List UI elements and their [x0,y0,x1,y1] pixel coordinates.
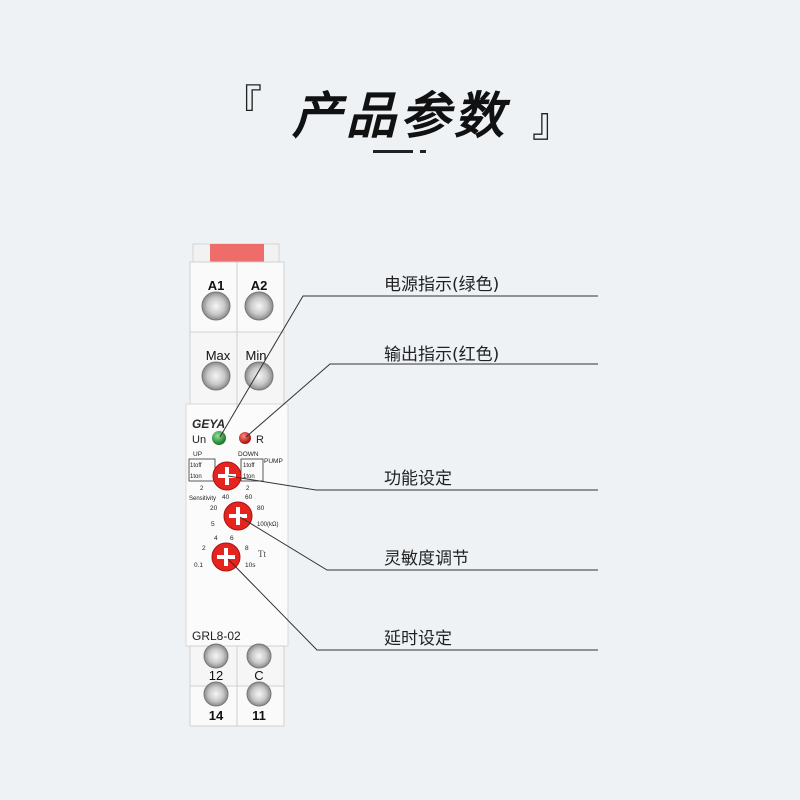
func-tick-left-bottom: 2 [200,486,204,492]
mode-box-down [240,458,264,482]
screw-14 [203,681,229,707]
title-underline-dot [420,150,426,153]
delay-tick-4: 4 [214,535,218,542]
leader-line-output [245,363,598,438]
function-knob[interactable] [212,461,242,491]
terminal-label-a2: A2 [251,278,268,293]
func-tick-right-bottom: 2 [246,486,250,492]
bracket-open: 『 [222,82,262,128]
terminal-label-11: 11 [252,708,266,723]
sens-tick-60: 60 [245,494,253,501]
delay-label: Tt [258,549,266,559]
callout-sensitivity-adjust: 灵敏度调节 [384,549,469,569]
delay-tick-2: 2 [202,545,206,552]
bracket-close: 』 [532,100,572,146]
power-led [212,431,226,445]
screw-11 [246,681,272,707]
title-underline [373,150,413,153]
sensitivity-knob[interactable] [223,501,253,531]
callout-power-indicator: 电源指示(绿色) [384,275,500,295]
func-tick-right-top: 1toff [243,463,255,469]
sens-tick-5: 5 [211,521,215,528]
terminal-label-min: Min [246,348,267,363]
callout-output-indicator: 输出指示(红色) [384,345,500,365]
callout-delay-setting: 延时设定 [384,629,452,649]
screw-12 [203,643,229,669]
leader-line-power [219,295,598,438]
sens-tick-40: 40 [222,494,230,501]
screw-max [201,361,231,391]
terminal-label-c: C [254,668,263,683]
brand-logo: GEYA [192,417,225,431]
func-tick-left-top: 1toff [190,463,202,469]
screw-min [244,361,274,391]
sens-tick-20: 20 [210,505,218,512]
output-led-label: R [256,434,264,446]
sens-tick-80: 80 [257,505,265,512]
screw-a2 [244,291,274,321]
terminal-label-12: 12 [209,668,223,683]
sensitivity-label: Sensitivity [189,496,216,502]
model-label: GRL8-02 [192,629,241,643]
mode-label-up: UP [193,451,202,458]
din-clip [210,244,264,264]
delay-tick-8: 8 [245,545,249,552]
func-tick-left-mid: 1ton [190,474,202,480]
terminal-label-a1: A1 [208,278,225,293]
delay-tick-10s: 10s [245,562,256,569]
delay-tick-6: 6 [230,535,234,542]
terminal-label-max: Max [206,348,231,363]
delay-tick-0-1: 0.1 [194,562,203,569]
mode-label-pump: PUMP [264,458,283,465]
sens-tick-100: 100(kΩ) [257,522,279,528]
leader-line-function [227,475,598,491]
func-tick-right-mid: 1ton [243,474,255,480]
terminal-label-14: 14 [209,708,224,723]
callout-function-setting: 功能设定 [384,469,452,489]
mode-label-down: DOWN [238,451,259,458]
page-heading: 『 产品参数 』 [0,72,800,152]
leader-line-delay [227,558,598,651]
leader-line-sensitivity [239,516,598,571]
screw-c [246,643,272,669]
screw-a1 [201,291,231,321]
page-title: 产品参数 [292,87,508,145]
power-led-label: Un [192,434,206,446]
